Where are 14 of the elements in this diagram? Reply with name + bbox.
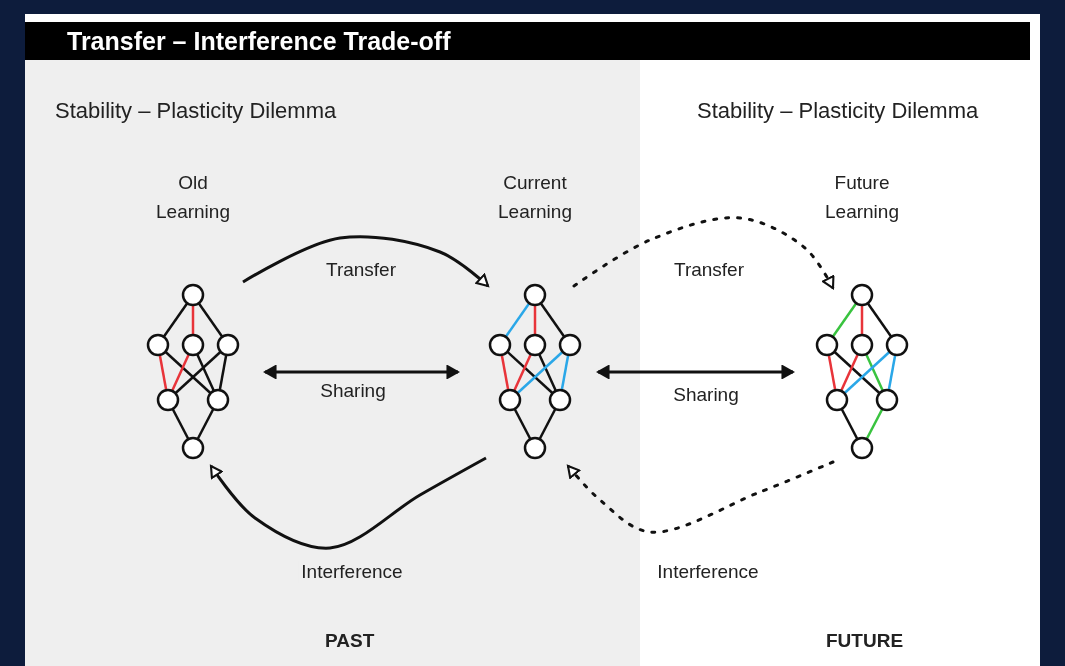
curved-arrow	[572, 216, 835, 290]
double-arrow	[596, 365, 795, 379]
curved-arrow	[566, 460, 835, 534]
node-heading: Future Learning	[824, 171, 900, 224]
curved-arrow	[242, 235, 490, 288]
section-label: FUTURE	[826, 630, 904, 652]
curved-arrow	[209, 456, 487, 550]
node-heading: Current Learning	[497, 171, 573, 224]
section-label: PAST	[325, 630, 375, 652]
node-heading: Old Learning	[155, 171, 231, 224]
double-arrow	[263, 365, 460, 379]
heading: Stability – Plasticity Dilemma	[697, 98, 979, 124]
heading: Stability – Plasticity Dilemma	[55, 98, 337, 124]
title: Transfer – Interference Trade-off	[25, 22, 1030, 60]
